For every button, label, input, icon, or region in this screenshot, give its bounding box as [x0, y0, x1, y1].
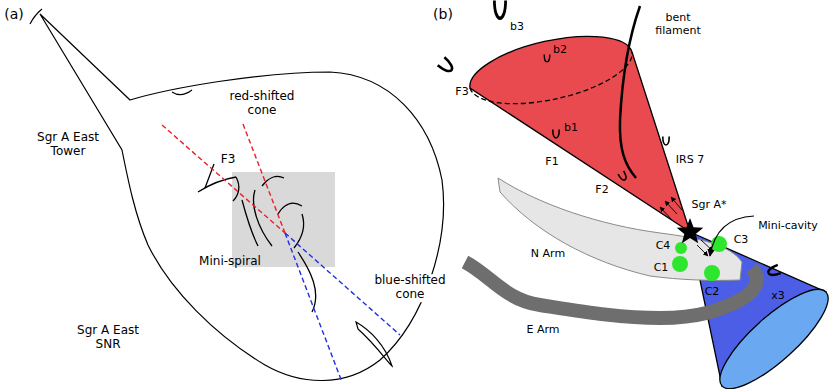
mini-cavity-pointer	[710, 216, 754, 256]
source-label: b3	[510, 21, 524, 34]
red-cone-edge	[162, 125, 285, 233]
zoom-box	[232, 172, 335, 267]
sgr-a-east-outline	[40, 14, 443, 381]
feature-label: bent filament	[652, 12, 704, 37]
cone-label: red-shifted cone	[226, 90, 298, 118]
n-arm	[498, 178, 742, 280]
flow-arrow	[697, 245, 708, 256]
flow-arrow	[671, 197, 682, 210]
sgr-a-star-symbol	[677, 218, 704, 243]
clump-dot	[672, 256, 688, 272]
clump-label: C1	[654, 262, 669, 275]
source-label: F3	[455, 86, 468, 99]
flow-arrow	[660, 207, 672, 220]
source-label: IRS 7	[676, 154, 704, 167]
region-label: Mini-spiral	[199, 255, 261, 269]
clump-label: C3	[734, 234, 749, 247]
bent-filament	[620, 6, 640, 178]
outline-notch	[172, 90, 192, 95]
cone-back-rim	[470, 52, 632, 104]
elongated-feature	[356, 322, 392, 366]
spiral-arm	[262, 176, 284, 186]
f3-marks-a	[198, 164, 239, 201]
cone-label: blue-shifted cone	[366, 274, 454, 302]
source-label: x3	[771, 290, 785, 303]
region-label: Sgr A East SNR	[72, 324, 144, 352]
source-mark	[618, 171, 628, 181]
source-label: b2	[553, 44, 567, 57]
source-mark	[544, 54, 550, 61]
source-mark	[767, 265, 781, 277]
black-hole-label: Sgr A*	[691, 199, 726, 212]
source-label: F2	[595, 184, 608, 197]
red-cone-edge	[243, 124, 285, 233]
blue-cone-face	[707, 276, 830, 389]
clump-label: C2	[705, 286, 720, 299]
mini-spiral-strokes	[242, 176, 316, 312]
source-label: b1	[564, 122, 578, 135]
spiral-arm	[254, 190, 272, 246]
source-mark	[663, 137, 669, 145]
gas-clumps	[672, 236, 727, 281]
feature-label: Mini-cavity	[758, 220, 818, 233]
e-arm	[465, 262, 757, 318]
region-label: Sgr A East Tower	[32, 131, 104, 159]
panel-a-outline	[30, 9, 443, 381]
tower-tip-hook	[30, 9, 42, 24]
clump-label: C4	[656, 240, 671, 253]
spiral-arm	[294, 214, 304, 248]
arm-label: N Arm	[531, 248, 565, 261]
feature-label: F3	[221, 153, 236, 167]
red-shifted-cone	[470, 36, 690, 232]
source-mark	[438, 57, 455, 74]
source-marks	[438, 0, 781, 277]
clump-dot	[675, 242, 687, 254]
source-mark	[553, 130, 559, 138]
clump-dot	[704, 265, 720, 281]
panel-letter: (a)	[4, 6, 24, 22]
flow-arrow	[665, 201, 677, 214]
source-label: F1	[545, 156, 558, 169]
spiral-arm	[298, 252, 316, 312]
spiral-arm	[278, 203, 302, 214]
source-mark	[494, 0, 505, 18]
cone-axes-a	[162, 124, 400, 382]
blue-cone-edge	[285, 233, 342, 382]
panel-letter: (b)	[433, 6, 453, 22]
arm-label: E Arm	[526, 324, 559, 337]
